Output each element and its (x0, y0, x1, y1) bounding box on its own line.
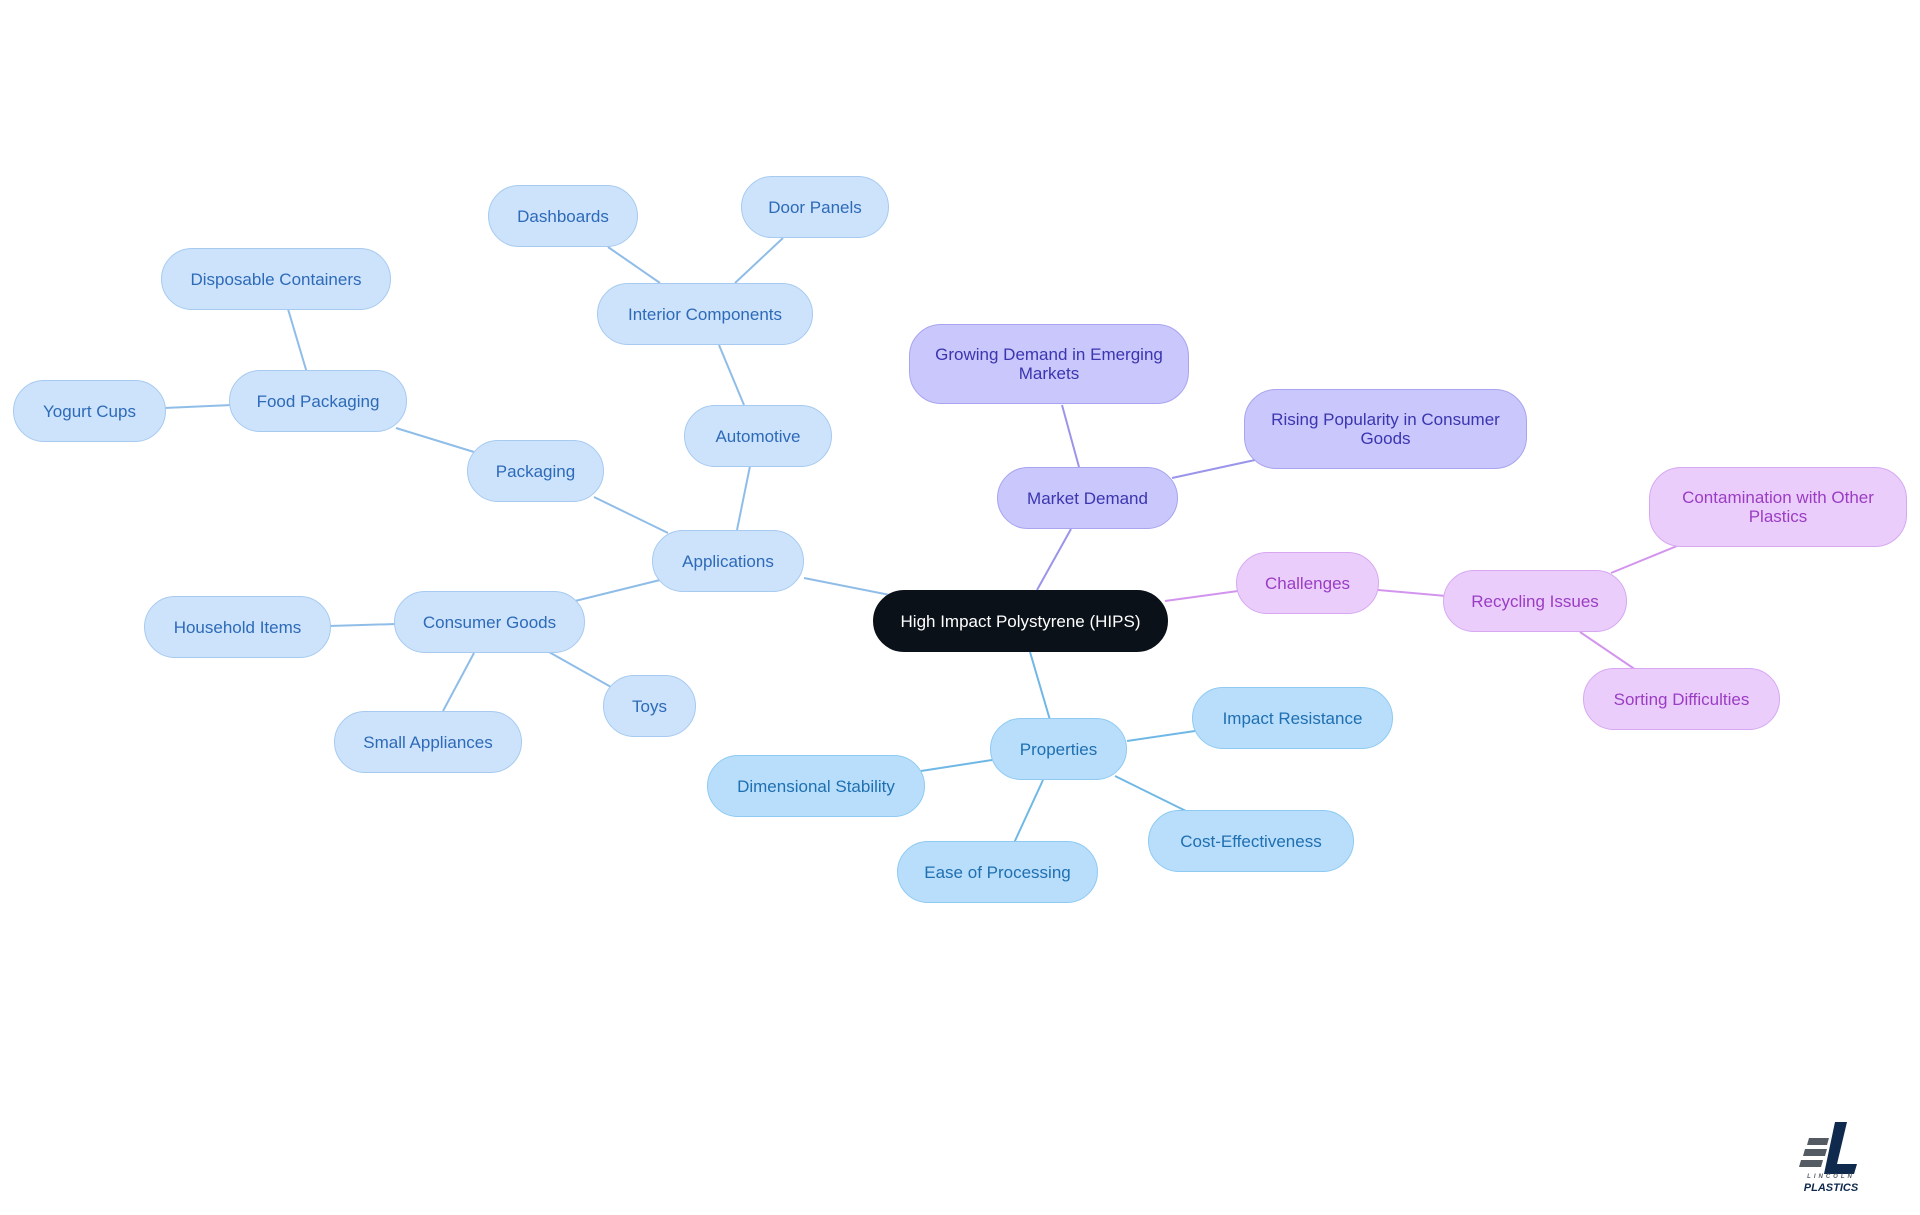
edge-applications-packaging (593, 496, 669, 534)
node-yogurt-cups[interactable]: Yogurt Cups (13, 380, 166, 442)
node-applications[interactable]: Applications (652, 530, 804, 592)
node-label: Interior Components (627, 304, 783, 324)
lincoln-plastics-logo: LINCOLN PLASTICS (1795, 1120, 1867, 1196)
node-properties[interactable]: Properties (990, 718, 1127, 780)
edge-market-growing (1061, 404, 1080, 468)
logo-mark-icon (1799, 1122, 1857, 1174)
node-label: Disposable Containers (190, 269, 362, 289)
node-rising-popularity[interactable]: Rising Popularity in Consumer Goods (1244, 389, 1527, 469)
edge-properties-dimensional (920, 759, 993, 772)
node-label: Toys (632, 696, 667, 716)
node-challenges[interactable]: Challenges (1236, 552, 1379, 614)
node-label: Automotive (715, 426, 801, 446)
node-label: Door Panels (768, 197, 862, 217)
node-label: Cost-Effectiveness (1180, 831, 1322, 851)
node-label: Growing Demand in Emerging Markets (935, 345, 1163, 383)
node-household-items[interactable]: Household Items (144, 596, 331, 658)
edge-packaging-food (395, 427, 475, 453)
edge-consumer-appliances (442, 652, 475, 712)
node-contamination[interactable]: Contamination with Other Plastics (1649, 467, 1907, 547)
edge-recycling-sorting (1579, 631, 1637, 671)
edge-interior-dashboards (607, 246, 661, 284)
node-door-panels[interactable]: Door Panels (741, 176, 889, 238)
edge-consumer-toys (548, 651, 612, 688)
edge-root-properties (1029, 651, 1051, 721)
edge-food-disposable (287, 308, 308, 374)
root-node[interactable]: High Impact Polystyrene (HIPS) (873, 590, 1168, 652)
node-label: Impact Resistance (1222, 708, 1363, 728)
node-interior-components[interactable]: Interior Components (597, 283, 813, 345)
edge-market-rising (1171, 459, 1256, 479)
logo-line1: LINCOLN (1807, 1174, 1855, 1180)
edge-interior-doorpanels (734, 237, 784, 284)
edge-root-applications (803, 577, 891, 596)
node-label: Sorting Difficulties (1613, 689, 1750, 709)
node-small-appliances[interactable]: Small Appliances (334, 711, 522, 773)
edge-automotive-interior (718, 344, 745, 406)
edge-properties-ease (1013, 779, 1044, 844)
node-label: Recycling Issues (1471, 591, 1599, 611)
edge-applications-automotive (736, 465, 751, 531)
node-label: Small Appliances (363, 732, 493, 752)
node-label: Rising Popularity in Consumer Goods (1271, 410, 1500, 448)
node-label: Household Items (173, 617, 302, 637)
node-label: Contamination with Other Plastics (1682, 488, 1874, 526)
node-toys[interactable]: Toys (603, 675, 696, 737)
edge-applications-consumer (574, 579, 661, 602)
node-ease-of-processing[interactable]: Ease of Processing (897, 841, 1098, 903)
edge-challenges-recycling (1377, 589, 1447, 597)
node-food-packaging[interactable]: Food Packaging (229, 370, 407, 432)
node-consumer-goods[interactable]: Consumer Goods (394, 591, 585, 653)
edge-properties-impact (1126, 730, 1196, 742)
node-label: Packaging (495, 461, 576, 481)
node-cost-effectiveness[interactable]: Cost-Effectiveness (1148, 810, 1354, 872)
node-disposable-containers[interactable]: Disposable Containers (161, 248, 391, 310)
root-label: High Impact Polystyrene (HIPS) (900, 611, 1141, 631)
edge-consumer-household (328, 623, 397, 627)
node-label: Properties (1019, 739, 1098, 759)
node-recycling-issues[interactable]: Recycling Issues (1443, 570, 1627, 632)
node-label: Ease of Processing (924, 862, 1071, 882)
node-label: Market Demand (1027, 488, 1148, 508)
edge-root-challenges (1164, 590, 1239, 602)
logo-line2: PLASTICS (1803, 1182, 1859, 1194)
edge-root-market (1036, 528, 1072, 591)
node-market-demand[interactable]: Market Demand (997, 467, 1178, 529)
node-label: Food Packaging (256, 391, 380, 411)
node-label: Yogurt Cups (43, 401, 136, 421)
node-label: Applications (682, 551, 774, 571)
node-dimensional-stability[interactable]: Dimensional Stability (707, 755, 925, 817)
edge-properties-cost (1114, 775, 1191, 814)
edge-recycling-contamination (1610, 545, 1678, 574)
node-packaging[interactable]: Packaging (467, 440, 604, 502)
node-dashboards[interactable]: Dashboards (488, 185, 638, 247)
node-growing-demand[interactable]: Growing Demand in Emerging Markets (909, 324, 1189, 404)
edge-food-yogurt (163, 404, 233, 409)
node-label: Dashboards (517, 206, 609, 226)
node-impact-resistance[interactable]: Impact Resistance (1192, 687, 1393, 749)
node-automotive[interactable]: Automotive (684, 405, 832, 467)
node-sorting-difficulties[interactable]: Sorting Difficulties (1583, 668, 1780, 730)
node-label: Challenges (1264, 573, 1351, 593)
node-label: Consumer Goods (422, 612, 557, 632)
node-label: Dimensional Stability (737, 776, 895, 796)
